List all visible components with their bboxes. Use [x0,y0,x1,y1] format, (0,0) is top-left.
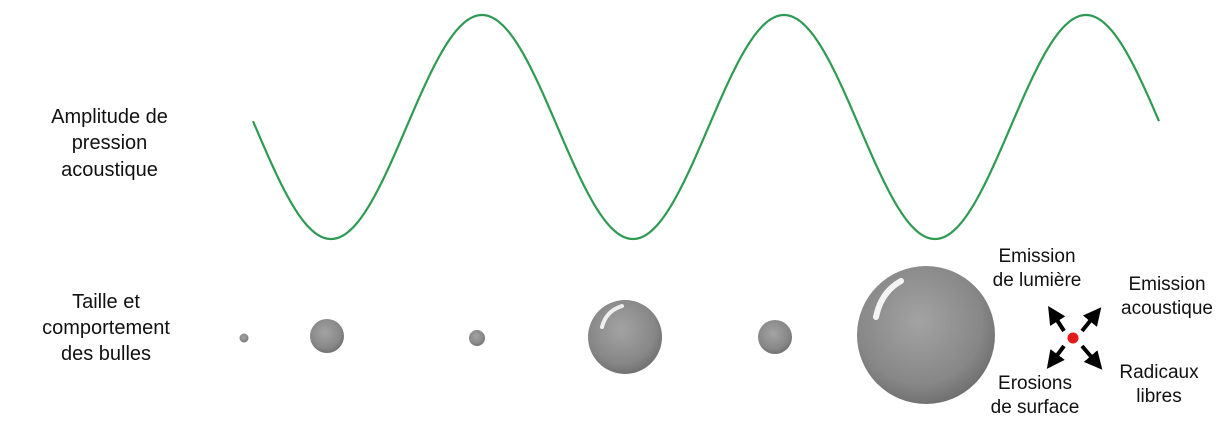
bubble-row-label: Taille et comportement des bulles [18,290,194,367]
arrow-up-right [1082,310,1099,331]
bubble-sequence [240,266,996,404]
arrow-up-left [1050,309,1064,331]
pressure-wave [253,15,1159,239]
light-emission-label: Emission de lumière [978,245,1096,293]
pressure-row-label: Amplitude de pression acoustique [22,104,197,183]
free-radicals-label: Radicaux libres [1104,361,1214,409]
arrow-down-left [1049,346,1064,366]
bubble-small-2 [758,320,792,354]
bubble-medium [588,300,662,374]
bubble-tiny-2 [469,330,485,346]
bubble-collapse [1049,309,1100,367]
acoustic-emission-label: Emission acoustique [1108,273,1226,321]
bubble-tiny-1 [240,334,249,343]
arrow-down-right [1082,346,1100,367]
collapse-core [1068,333,1079,344]
surface-erosion-label: Erosions de surface [975,372,1095,420]
bubble-small-1 [310,319,344,353]
